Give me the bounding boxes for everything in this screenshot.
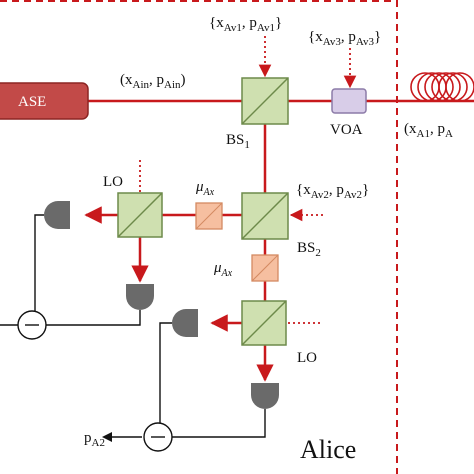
- output-mode-label: (xA1, pA: [404, 121, 453, 140]
- detector-lower-bottom-icon: [251, 383, 279, 409]
- ase-source: [0, 82, 89, 120]
- voa-attenuator: [331, 88, 367, 114]
- output-lower-arrowhead: [102, 432, 112, 442]
- alice-label: Alice: [300, 435, 356, 464]
- detector-upper-bottom-icon: [126, 284, 154, 310]
- detector-upper-left-icon: [44, 201, 70, 229]
- modulator-upper-diagonal: [195, 202, 223, 230]
- bs2-beam-splitter: [241, 192, 289, 240]
- mu-lower-label: μAx: [213, 260, 233, 279]
- ase-label: ASE: [18, 94, 46, 110]
- voa-label: VOA: [330, 122, 363, 138]
- bs1-label: BS1: [226, 132, 250, 151]
- lo-bottom-label: LO: [297, 350, 317, 366]
- vacuum-av1-label: {xAv1, pAv1}: [209, 15, 282, 34]
- fiber-coil-icon: [410, 72, 474, 102]
- lo-top-beam-splitter: [117, 192, 163, 238]
- vacuum-av2-label: {xAv2, pAv2}: [296, 182, 369, 201]
- detector-lower-left-icon: [172, 309, 198, 337]
- input-mode-label: (xAin, pAin): [120, 72, 186, 91]
- vacuum-av3-label: {xAv3, pAv3}: [308, 29, 381, 48]
- lo-bottom-beam-splitter: [241, 300, 287, 346]
- pA2-label: pA2: [84, 430, 105, 449]
- bs2-label: BS2: [297, 240, 321, 259]
- bs1-beam-splitter: [241, 77, 289, 125]
- lo-top-label: LO: [103, 174, 123, 190]
- modulator-lower-diagonal: [251, 254, 279, 282]
- mu-upper-label: μAx: [195, 179, 215, 198]
